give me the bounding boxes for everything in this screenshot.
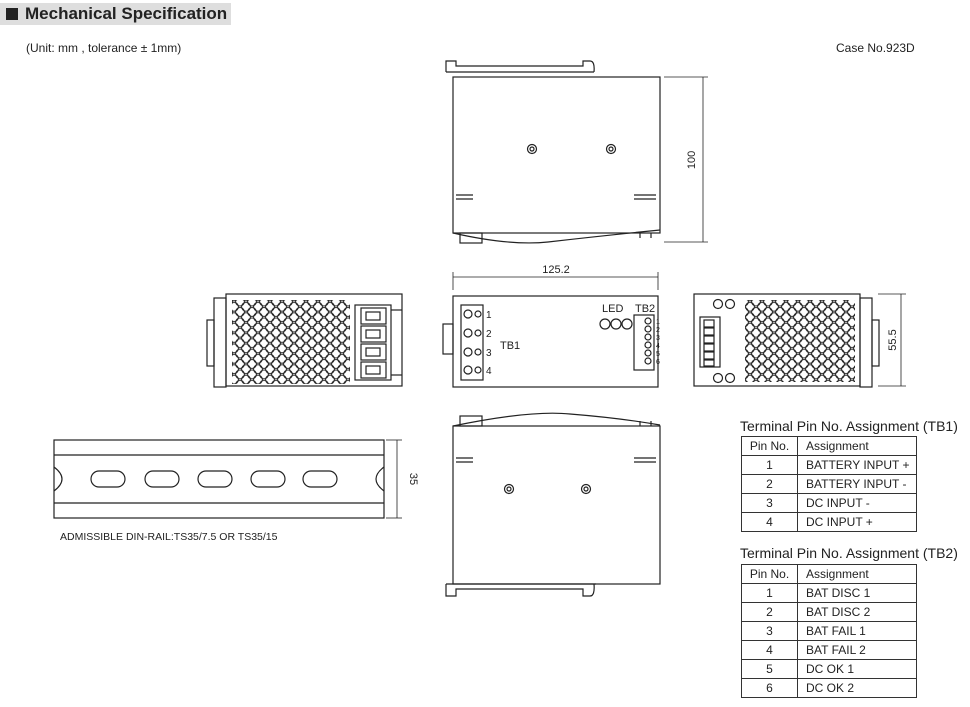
tb1-label: TB1: [500, 340, 520, 352]
pin-cell: 6: [741, 678, 798, 698]
pin-cell: 1: [741, 455, 798, 475]
assignment-cell: DC OK 2: [797, 678, 917, 698]
tb2-pin-2: 2: [656, 327, 660, 334]
assignment-cell: BATTERY INPUT -: [797, 474, 917, 494]
dim-rail-label: 35: [407, 473, 419, 485]
tb1-pin-3: 3: [486, 348, 492, 359]
section-header: Mechanical Specification: [0, 3, 231, 25]
tb2-pin-1: 1: [656, 319, 660, 326]
assignment-cell: DC OK 1: [797, 659, 917, 679]
assignment-cell: DC INPUT +: [797, 512, 917, 532]
table-header-row: Pin No. Assignment: [741, 564, 917, 584]
unit-note: (Unit: mm , tolerance ± 1mm): [26, 41, 182, 55]
left-side-view: [206, 293, 403, 388]
assignment-cell: BAT DISC 2: [797, 602, 917, 622]
tb1-table-title: Terminal Pin No. Assignment (TB1): [740, 418, 958, 434]
din-rail-note: ADMISSIBLE DIN-RAIL:TS35/7.5 OR TS35/15: [60, 531, 278, 543]
assignment-cell: BATTERY INPUT +: [797, 455, 917, 475]
assignment-cell: BAT FAIL 2: [797, 640, 917, 660]
tb1-pin-2: 2: [486, 329, 492, 340]
dim-height-label: 100: [686, 151, 698, 169]
pin-cell: 3: [741, 621, 798, 641]
section-title: Mechanical Specification: [25, 4, 228, 23]
tb1-pin-4: 4: [486, 366, 492, 377]
front-view: [442, 272, 659, 388]
tb2-pin-3: 3: [656, 335, 660, 342]
top-view: [445, 60, 708, 244]
bottom-view: [445, 412, 661, 597]
case-number: Case No.923D: [836, 41, 915, 55]
tb2-pin-6: 6: [656, 359, 660, 366]
tb2-pin-4: 4: [656, 343, 660, 350]
dim-depth-label: 55.5: [887, 329, 899, 350]
led-label: LED: [602, 303, 623, 315]
pin-cell: 4: [741, 640, 798, 660]
pin-cell: 5: [741, 659, 798, 679]
tb2-table-title: Terminal Pin No. Assignment (TB2): [740, 545, 958, 561]
assignment-cell: BAT DISC 1: [797, 583, 917, 603]
header-square-icon: [6, 8, 18, 20]
assignment-cell: DC INPUT -: [797, 493, 917, 513]
pin-cell: 2: [741, 602, 798, 622]
right-side-view: [693, 293, 906, 388]
tb2-label: TB2: [635, 303, 655, 315]
header-pin-no: Pin No.: [741, 564, 798, 584]
pin-cell: 1: [741, 583, 798, 603]
tb2-pin-5: 5: [656, 351, 660, 358]
pin-cell: 3: [741, 493, 798, 513]
pin-cell: 4: [741, 512, 798, 532]
header-pin-no: Pin No.: [741, 436, 798, 456]
dim-width-label: 125.2: [542, 264, 570, 276]
pin-cell: 2: [741, 474, 798, 494]
tb1-pin-1: 1: [486, 310, 492, 321]
assignment-cell: BAT FAIL 1: [797, 621, 917, 641]
header-assignment: Assignment: [797, 436, 917, 456]
header-assignment: Assignment: [797, 564, 917, 584]
din-rail: [53, 439, 402, 519]
table-header-row: Pin No. Assignment: [741, 436, 917, 456]
